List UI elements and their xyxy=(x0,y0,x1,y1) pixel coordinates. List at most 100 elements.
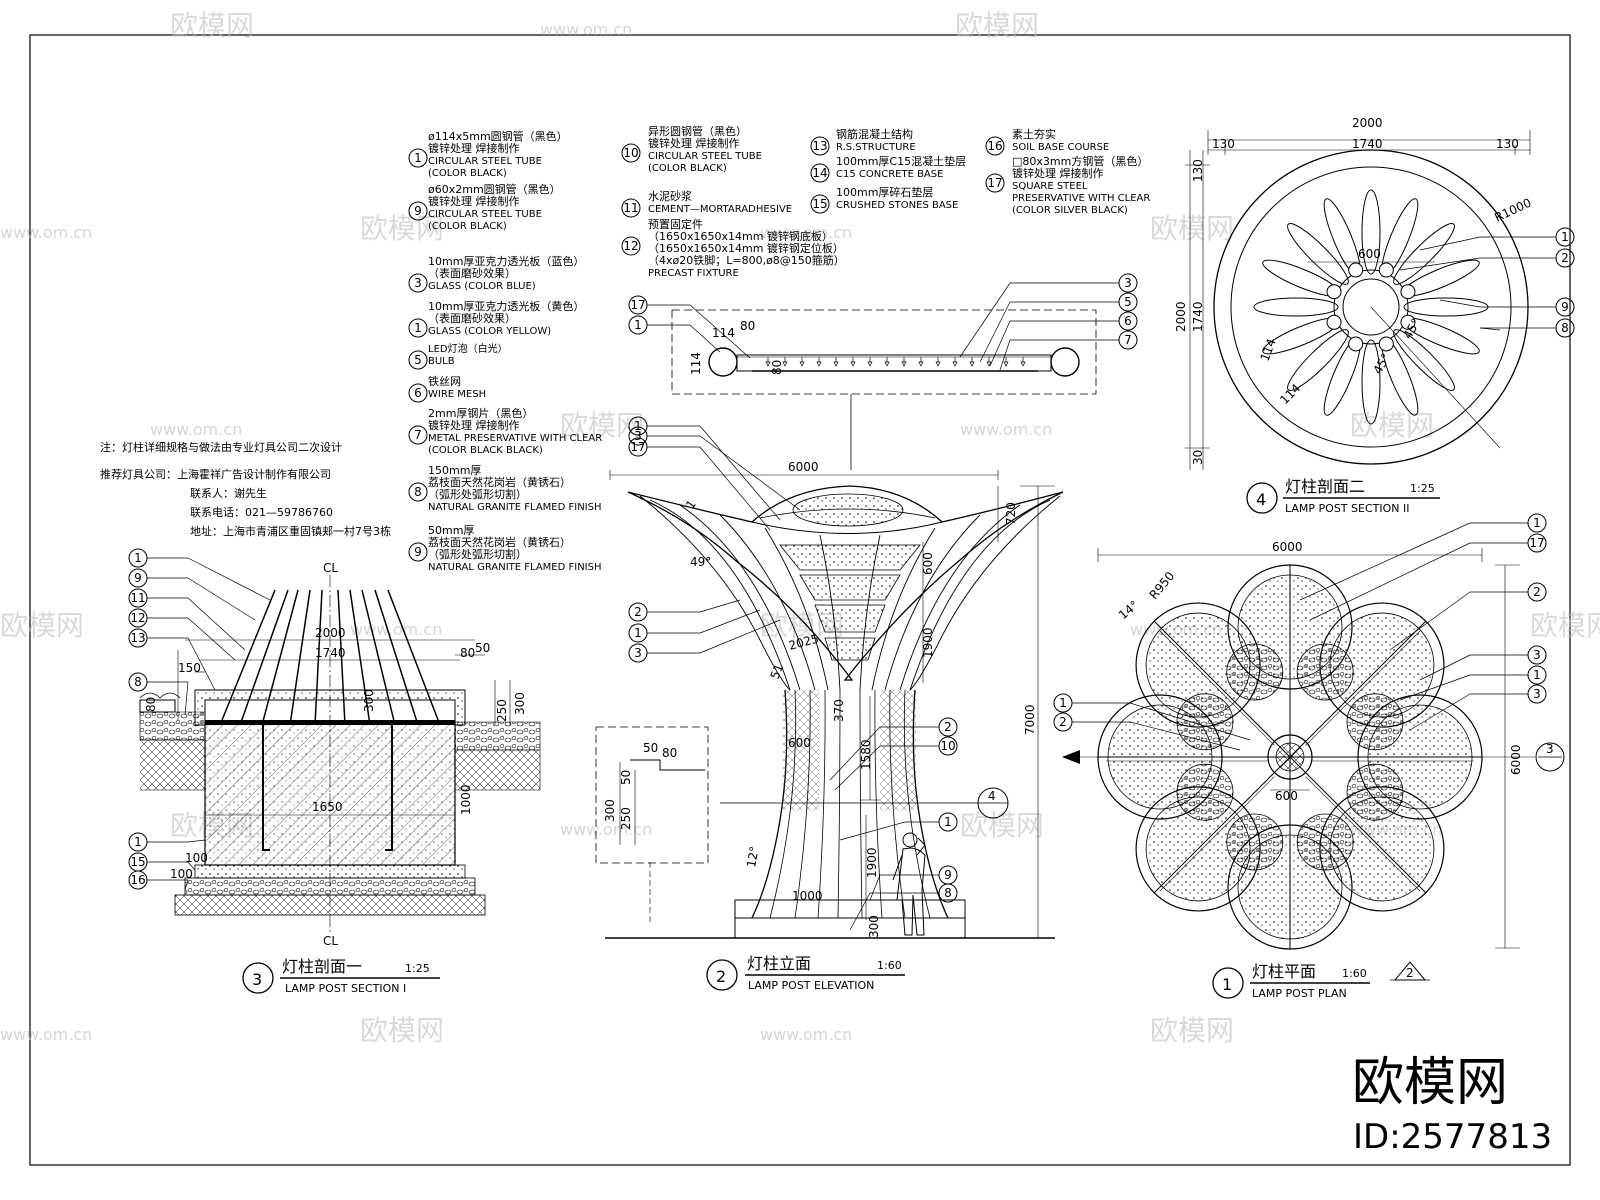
legend-item-line: 10mm厚亚克力透光板（蓝色） xyxy=(428,254,584,268)
s1-callout-num: 9 xyxy=(134,571,142,585)
section-marker-4-num: 4 xyxy=(988,789,996,803)
legend-item-num: 5 xyxy=(414,353,422,367)
dim-el-1000: 1000 xyxy=(792,889,823,903)
dim-sec2-130a: 130 xyxy=(1212,137,1235,151)
dim-el-1580: 1580 xyxy=(859,739,873,770)
watermark-site: www.om.cn xyxy=(960,420,1052,439)
s2-callout-num: 8 xyxy=(1561,321,1569,335)
dim-sec2-114b: 114 xyxy=(1277,381,1303,407)
watermark-site: www.om.cn xyxy=(150,420,242,439)
legend-item-line: SOIL BASE COURSE xyxy=(1012,142,1109,153)
legend-item-num: 8 xyxy=(414,485,422,499)
plan-title: 1 灯柱平面 1:60 LAMP POST PLAN 2 xyxy=(1212,961,1430,1000)
dim-el-1: 1 xyxy=(683,497,699,511)
watermark-brand: 欧模网 xyxy=(0,609,84,642)
legend-item-line: （弧形处弧形切割） xyxy=(428,547,527,561)
legend-item-line: NATURAL GRANITE FLAMED FINISH xyxy=(428,502,602,513)
el-callout-left-num: 1 xyxy=(634,626,642,640)
el-callout-right-num: 2 xyxy=(944,720,952,734)
s1-callout: 11 xyxy=(128,588,148,608)
contact-text: 联系人：谢先生 xyxy=(190,486,267,500)
legend-item-line: 镀锌处理 焊接制作 xyxy=(428,141,520,155)
el-callout-right-num: 10 xyxy=(940,739,955,753)
legend-item-num: 1 xyxy=(414,321,422,335)
plan-callout-right: 3 xyxy=(1527,684,1547,704)
dim-det-50: 50 xyxy=(643,741,658,755)
el-callout-left-num: 1 xyxy=(634,419,642,433)
dim-sec1-300: 300 xyxy=(362,689,376,712)
lamp-callout-right-num: 7 xyxy=(1124,333,1132,347)
legend-item-line: □80x3mm方钢管（黑色） xyxy=(1012,154,1148,168)
legend-item-num: 15 xyxy=(812,197,827,211)
dim-el-1900b: 1900 xyxy=(865,847,879,878)
s1-callout: 9 xyxy=(128,568,148,588)
el-callout-left-num: 3 xyxy=(634,429,642,443)
canopy-outline xyxy=(627,485,1064,681)
el-callout-right: 8 xyxy=(938,883,958,903)
legend-item-line: (COLOR BLACK BLACK) xyxy=(428,445,543,456)
el-callout-right: 2 xyxy=(938,717,958,737)
legend-item-line: R.S.STRUCTURE xyxy=(836,142,916,153)
dim-det-300: 300 xyxy=(603,799,617,822)
legend-item-line: (COLOR BLACK) xyxy=(648,163,727,174)
legend-item-line: 2mm厚钢片（黑色） xyxy=(428,406,533,420)
lamp-callout-right: 3 xyxy=(1118,273,1138,293)
section-marker-2: 2 xyxy=(1390,961,1430,981)
dim-sec1-50: 50 xyxy=(475,641,490,655)
plan-callout-right: 17 xyxy=(1527,533,1547,553)
legend-item-num: 14 xyxy=(812,166,827,180)
el-callout-left-num: 3 xyxy=(634,646,642,660)
s2-callout-num: 1 xyxy=(1561,230,1569,244)
watermark-site: www.om.cn xyxy=(0,1025,92,1044)
legend-item-num: 10 xyxy=(623,146,638,160)
dim-el-720: 720 xyxy=(1004,502,1018,525)
legend-item-line: 荔枝面天然花岗岩（黄锈石） xyxy=(428,535,571,549)
legend-item-line: 钢筋混凝土结构 xyxy=(836,127,913,141)
s1-callout-num: 16 xyxy=(130,873,145,887)
s1-callout-num: 15 xyxy=(130,855,145,869)
dim-sec1-80: 80 xyxy=(460,646,475,660)
section-2-scale: 1:25 xyxy=(1410,482,1435,495)
legend-item-line: CIRCULAR STEEL TUBE xyxy=(428,209,542,220)
brand-mark: 欧模网 ID:2577813 xyxy=(1352,1053,1552,1157)
legend-item-line: PRECAST FIXTURE xyxy=(648,268,739,279)
watermark-brand: 欧模网 xyxy=(170,9,254,42)
s2-callout-num: 2 xyxy=(1561,251,1569,265)
plan-callout-right: 3 xyxy=(1527,645,1547,665)
centre-line-top: CL xyxy=(323,561,338,575)
lamp-post-section-1: CL CL 2000 1740 80 50 150 1650 300 250 3… xyxy=(128,548,541,995)
dim-plan-600: 600 xyxy=(1275,789,1298,803)
sheet-border xyxy=(29,34,1571,1166)
legend-item-line: 150mm厚 xyxy=(428,464,481,477)
section-marker-4: 4 xyxy=(720,787,1009,819)
lamp-callout-left: 1 xyxy=(628,315,648,335)
legend-item-line: 异形圆钢管（黑色） xyxy=(648,124,747,138)
el-callout-right: 1 xyxy=(938,812,958,832)
legend-item-line: （表面磨砂效果） xyxy=(428,311,516,325)
legend-item-line: (COLOR BLACK) xyxy=(428,221,507,232)
section-marker-3-num: 3 xyxy=(1546,742,1554,756)
legend-item-line: PRESERVATIVE WITH CLEAR xyxy=(1012,193,1150,204)
legend-item-num: 16 xyxy=(987,139,1002,153)
dim-sec2-r1000: R1000 xyxy=(1492,196,1533,225)
plan-callout-right-num: 3 xyxy=(1533,687,1541,701)
el-callout-left: 2 xyxy=(628,602,648,622)
s1-callout-num: 12 xyxy=(130,611,145,625)
el-callout-left: 1 xyxy=(628,623,648,643)
section-1-title: 3 灯柱剖面一 1:25 LAMP POST SECTION I xyxy=(242,957,440,995)
elevation-scale: 1:60 xyxy=(877,959,902,972)
legend-item-line: 100mm厚碎石垫层 xyxy=(836,185,933,199)
plan-callout-right: 2 xyxy=(1527,582,1547,602)
plan-callout-left: 1 xyxy=(1053,693,1073,713)
s1-callout-num: 1 xyxy=(134,551,142,565)
dim-sec1-1650: 1650 xyxy=(312,800,343,814)
legend-item-line: 镀锌处理 焊接制作 xyxy=(1012,166,1104,180)
watermark-site: www.om.cn xyxy=(0,223,92,242)
